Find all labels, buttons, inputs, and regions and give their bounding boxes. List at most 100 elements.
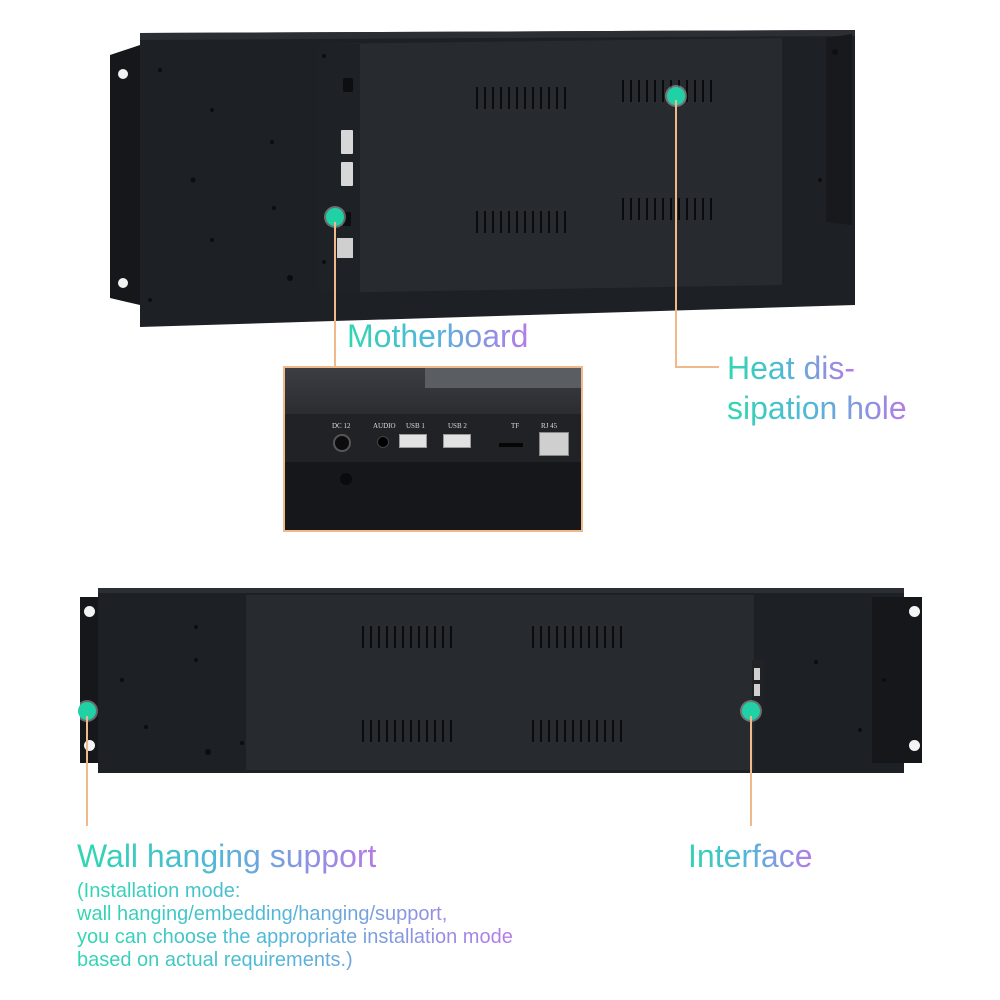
vent-slot [694,198,696,220]
vent-slot [670,198,672,220]
port-label-dc: DC 12 [332,422,351,430]
port-label-audio: AUDIO [373,422,396,430]
bracket-hole [84,740,95,751]
vent-slot [426,720,428,742]
vent-slot [426,626,428,648]
vent-slot [492,87,494,109]
vent-slot [678,198,680,220]
rj45-port [539,432,569,456]
vent-slot [686,198,688,220]
motherboard-leader-line [334,222,336,370]
vent-slot [694,80,696,102]
vent-slot [556,626,558,648]
vent-slot [410,720,412,742]
vent-slot [450,720,452,742]
heat-hole-callout-dot [667,87,685,105]
bottom-vent-upper-left [362,626,452,648]
vent-slot [686,80,688,102]
bottom-device-illustration [80,588,922,773]
vent-slot [612,626,614,648]
vent-slot [540,720,542,742]
interface-callout-dot [742,702,760,720]
vent-slot [556,87,558,109]
usb1-port [399,434,427,448]
vent-slot [402,720,404,742]
dc-port [333,434,351,452]
vent-slot [702,198,704,220]
motherboard-inset-photo: DC 12 AUDIO USB 1 USB 2 TF RJ 45 [283,366,583,532]
top-device-illustration [110,30,855,327]
vent-slot [540,211,542,233]
vent-slot [548,211,550,233]
vent-slot [654,198,656,220]
vent-slot [524,211,526,233]
vent-slot [556,211,558,233]
vent-slot [532,87,534,109]
vent-slot [532,211,534,233]
vent-slot [548,87,550,109]
vent-slot [622,80,624,102]
vent-slot [370,626,372,648]
port-label-tf: TF [511,422,520,430]
note-line: you can choose the appropriate installat… [77,926,513,948]
wall-support-note: (Installation mode: wall hanging/embeddi… [77,880,513,972]
port-label-usb1: USB 1 [406,422,425,430]
vent-slot [646,80,648,102]
vent-slot [394,626,396,648]
vent-slot [630,198,632,220]
vent-slot [572,720,574,742]
vent-slot [434,720,436,742]
note-line: wall hanging/embedding/hanging/support, [77,903,513,926]
vent-slot [596,626,598,648]
bottom-vent-lower-left [362,720,452,742]
vent-slot [378,720,380,742]
bottom-vent-upper-right [532,626,622,648]
vent-slot [638,198,640,220]
vent-slot [386,720,388,742]
vent-slot [532,720,534,742]
vent-slot [604,626,606,648]
vent-slot [572,626,574,648]
vent-slot [516,87,518,109]
note-line: (Installation mode: [77,880,513,903]
vent-slot [604,720,606,742]
vent-slot [580,720,582,742]
bracket-hole [909,740,920,751]
vent-slot [492,211,494,233]
wall-support-leader-line [86,716,88,826]
vent-slot [418,626,420,648]
vent-slot [386,626,388,648]
vent-slot [564,626,566,648]
vent-slot [630,80,632,102]
vent-slot [500,211,502,233]
top-left-bracket [110,45,140,305]
vent-slot [564,211,566,233]
vent-slot [516,211,518,233]
vent-slot [378,626,380,648]
vent-slot [596,720,598,742]
interface-leader-line [750,716,752,826]
vent-slot [442,720,444,742]
vent-slot [402,626,404,648]
heat-dissipation-label-line2: sipation hole [727,390,907,426]
vent-slot [524,87,526,109]
vent-slot [620,626,622,648]
vent-slot [500,87,502,109]
vent-slot [710,198,712,220]
vent-slot [476,211,478,233]
vent-slot [362,626,364,648]
vent-slot [484,87,486,109]
vent-slot [556,720,558,742]
top-device-view [0,0,1000,340]
vent-slot [662,198,664,220]
top-rear-panel [318,38,782,293]
vent-slot [476,87,478,109]
top-vent-upper-left [476,87,566,109]
vent-slot [370,720,372,742]
top-vent-lower-right [622,198,712,220]
usb2-port [443,434,471,448]
vent-slot [442,626,444,648]
vent-slot [484,211,486,233]
vent-slot [548,720,550,742]
vent-slot [548,626,550,648]
